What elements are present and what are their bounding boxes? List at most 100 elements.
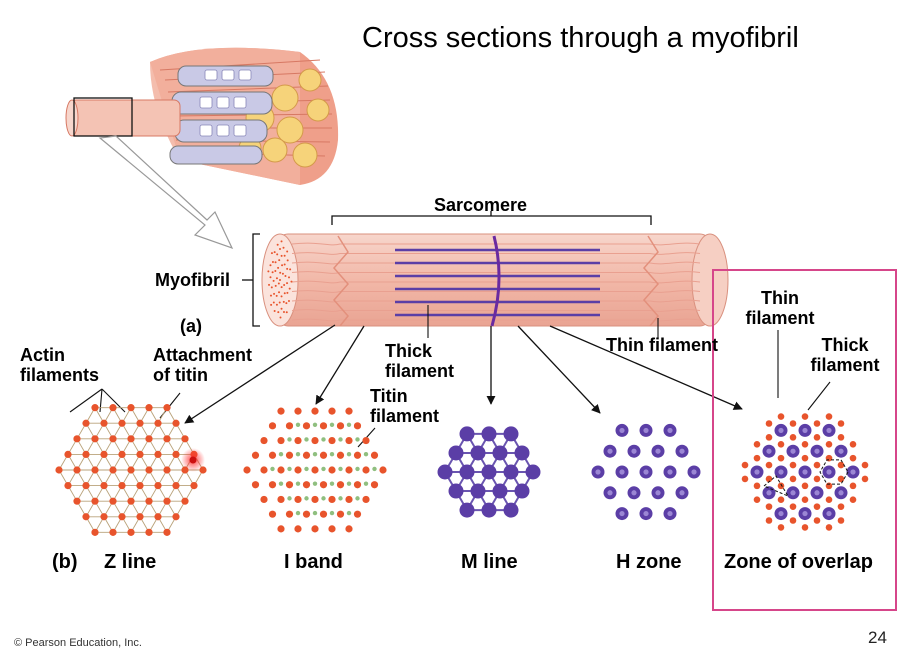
- thin-filament-dot: [777, 482, 785, 490]
- titin-filament-dot: [278, 452, 284, 457]
- titin-filament-dot: [346, 481, 352, 486]
- thin-filament-dot: [328, 495, 336, 504]
- thin-filament-dot: [789, 503, 797, 510]
- thick-filament-dot: [492, 483, 508, 499]
- titin-filament-dot: [338, 437, 343, 442]
- thin-filament-dot: [100, 513, 108, 521]
- thin-filament-dot: [145, 466, 153, 474]
- thin-filament-dot: [64, 450, 72, 459]
- myofibril-cylinder: [261, 233, 729, 327]
- thin-filament-dot: [825, 440, 833, 448]
- thin-filament-dot: [91, 435, 99, 443]
- thin-filament-dot: [268, 481, 277, 489]
- muscle-fiber-illustration: [65, 47, 339, 250]
- thick-filament-right-label: Thick filament: [810, 335, 880, 375]
- thin-filament-dot: [127, 528, 135, 536]
- thin-filament-dot: [379, 466, 387, 474]
- titin-filament-dot: [270, 466, 275, 472]
- thick-filament-dot: [459, 426, 475, 442]
- titin-filament-dot: [321, 496, 326, 501]
- titin-filament-dot: [372, 466, 377, 472]
- thin-filament-dot: [82, 481, 90, 490]
- part-a-label: (a): [180, 316, 202, 336]
- thin-filament-dot: [789, 517, 797, 524]
- thick-filament-dot: [459, 502, 475, 518]
- thin-filament-dot: [294, 525, 302, 533]
- thin-filament-dot: [837, 420, 845, 427]
- thin-filament-dot: [302, 481, 311, 489]
- thin-filament-dot: [777, 413, 785, 420]
- titin-filament-dot: [295, 481, 301, 486]
- thick-filament-dot: [525, 464, 541, 480]
- thin-filament-dot: [789, 434, 797, 441]
- thick-filament-dot: [481, 426, 497, 442]
- titin-filament-dot: [278, 481, 284, 486]
- thin-filament-dot: [765, 461, 773, 469]
- thin-filament-dot: [765, 420, 773, 427]
- actin-filaments-label: Actin filaments: [20, 345, 100, 385]
- thin-filament-dot: [82, 513, 90, 521]
- thin-filament-dot: [277, 466, 285, 474]
- thin-filament-dot: [172, 481, 180, 490]
- thin-filament-dot: [136, 513, 144, 521]
- thin-filament-dot: [362, 466, 370, 474]
- thin-filament-dot: [277, 495, 285, 504]
- thin-filament-dot: [765, 475, 773, 483]
- thin-filament-dot: [154, 513, 162, 521]
- titin-filament-dot: [304, 437, 309, 442]
- titin-filament-dot: [338, 466, 343, 472]
- dashed-hexagon: [819, 459, 849, 485]
- thin-filament-dot: [311, 436, 319, 445]
- thin-filament-dot: [789, 475, 797, 483]
- thin-filament-dot: [82, 419, 90, 427]
- thin-filament-dot: [163, 497, 171, 505]
- thin-filament-dot: [145, 435, 153, 443]
- thick-filament-label: Thick filament: [385, 341, 455, 381]
- thin-filament-dot: [91, 404, 99, 412]
- thin-filament-dot: [319, 481, 328, 489]
- titin-filament-dot: [287, 466, 292, 472]
- thin-filament-dot: [765, 503, 773, 510]
- thin-filament-dot: [837, 461, 845, 469]
- thin-filament-dot: [172, 513, 180, 521]
- titin-filament-dot: [312, 481, 318, 486]
- thin-filament-dot: [268, 510, 277, 518]
- thin-filament-dot: [813, 475, 821, 483]
- thin-filament-dot: [181, 435, 189, 443]
- thin-filament-dot: [311, 525, 319, 533]
- titin-filament-dot: [304, 466, 309, 472]
- m-line-section: [437, 426, 541, 518]
- thin-filament-dot: [55, 466, 63, 474]
- thin-filament-dot: [801, 524, 809, 531]
- titin-filament-dot: [321, 437, 326, 442]
- titin-filament-dot: [329, 481, 335, 486]
- thin-filament-dot: [163, 528, 171, 536]
- thin-filament-dot: [311, 466, 319, 474]
- thin-filament-dot: [825, 413, 833, 420]
- thin-filament-dot: [801, 496, 809, 504]
- titin-filament-dot: [304, 496, 309, 501]
- thick-filament-dot: [448, 445, 464, 461]
- thin-filament-dot: [801, 454, 809, 462]
- thin-filament-dot: [345, 466, 353, 474]
- thin-filament-dot: [163, 435, 171, 443]
- thin-filament-dot: [118, 513, 126, 521]
- thin-filament-dot: [127, 497, 135, 505]
- titin-filament-dot: [321, 466, 326, 472]
- thick-filament-dot: [481, 502, 497, 518]
- thin-filament-dot: [345, 436, 353, 445]
- thin-filament-dot: [251, 481, 260, 489]
- thin-filament-dot: [353, 481, 362, 489]
- thin-filament-dot: [849, 454, 857, 462]
- thin-filament-dot: [277, 436, 285, 445]
- thin-filament-dot: [741, 461, 749, 469]
- thin-filament-dot: [753, 454, 761, 462]
- thin-filament-dot: [837, 517, 845, 524]
- thin-filament-dot: [73, 435, 81, 443]
- thin-filament-dot: [789, 461, 797, 469]
- zone-of-overlap-highlight: [712, 269, 897, 611]
- titin-filament-dot: [312, 452, 318, 457]
- thin-filament-dot: [813, 434, 821, 441]
- thin-filament-dot: [336, 451, 345, 459]
- thin-filament-dot: [849, 496, 857, 504]
